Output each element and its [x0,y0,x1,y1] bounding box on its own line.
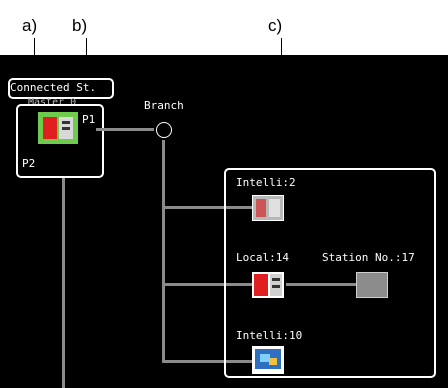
plc-cpu-icon [43,117,57,139]
intelligent-device-icon[interactable] [252,346,284,374]
master-station-icon[interactable] [38,112,78,144]
station-group-box[interactable] [224,168,436,378]
intelligent-module-icon[interactable] [252,195,284,221]
callout-a: a) [22,16,38,35]
branch-label: Branch [144,99,184,112]
master-name-label: Master 0 [28,97,77,108]
station-label-intelli-2: Intelli:2 [236,176,296,189]
feeder-line-1 [162,206,252,209]
port-p2-label: P2 [22,157,36,170]
feeder-line-2 [162,283,252,286]
branch-trunk-line [162,140,165,362]
callout-b: b) [72,16,88,35]
station-label-no-17: Station No.:17 [322,251,415,264]
station-label-intelli-10: Intelli:10 [236,329,303,342]
p1-link-line [96,128,154,131]
master-station-box[interactable] [16,104,104,178]
connected-station-box[interactable] [8,78,114,99]
plc-module-icon [59,117,73,139]
unknown-station-icon[interactable] [356,272,388,298]
station-label-local-14: Local:14 [236,251,289,264]
feeder-line-3 [162,360,252,363]
connected-station-label: Connected St. [10,81,97,94]
callout-c: c) [268,16,283,35]
branch-node-icon[interactable] [156,122,172,138]
port-p1-label: P1 [82,113,96,126]
plc-station-icon[interactable] [252,272,284,298]
p2-link-line [62,178,65,388]
station-link-line [286,283,356,286]
